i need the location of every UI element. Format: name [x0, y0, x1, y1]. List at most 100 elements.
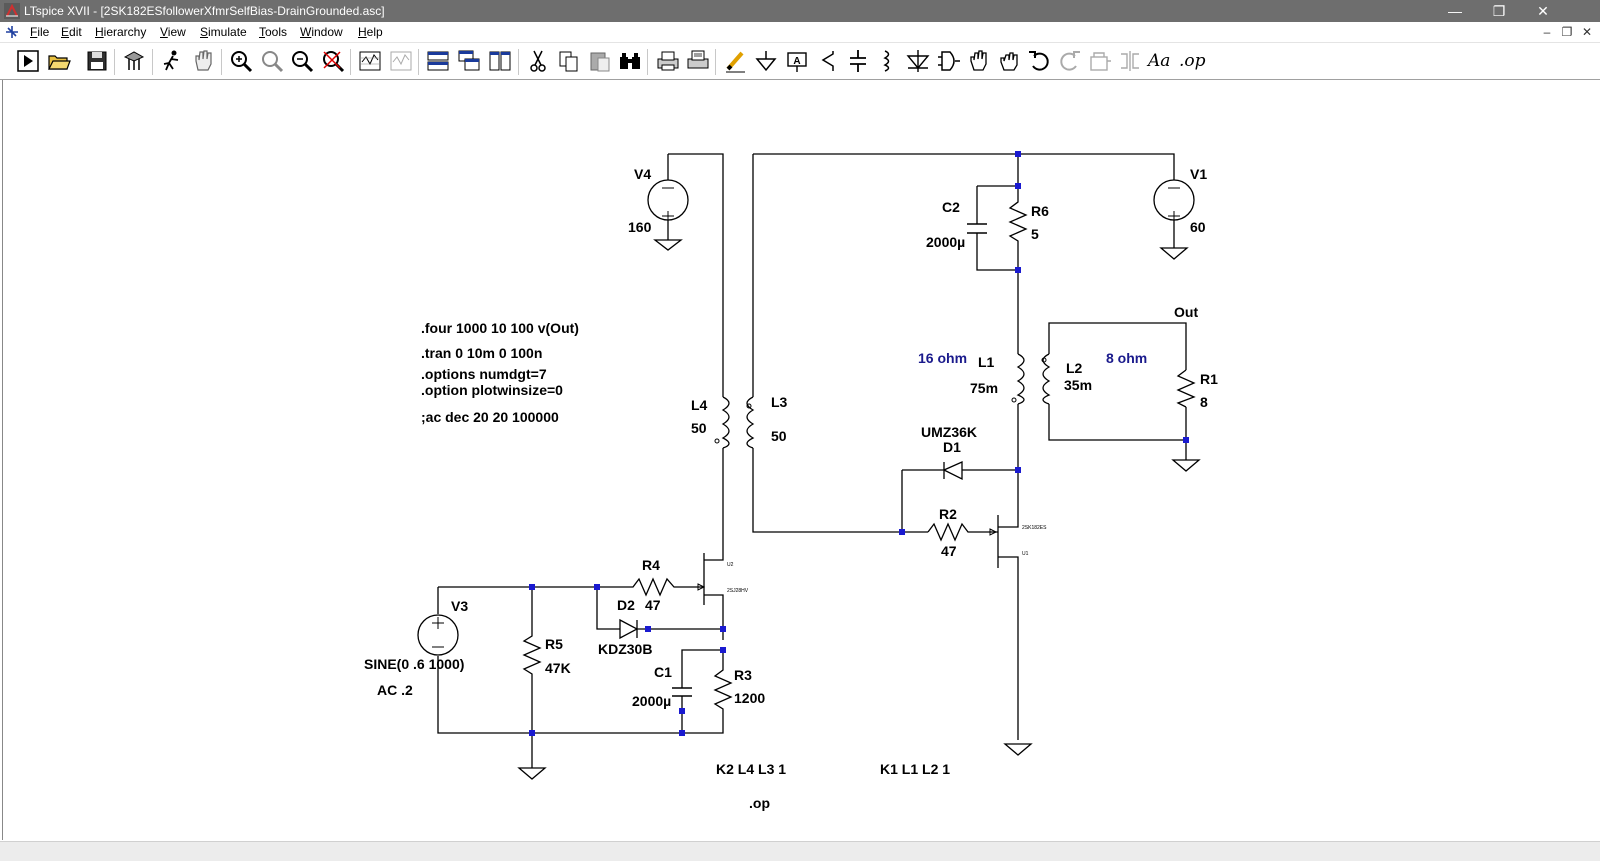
wire-c2-r6[interactable]: [976, 154, 1019, 271]
wire-input-loop[interactable]: [437, 586, 724, 734]
c2-name[interactable]: C2: [942, 199, 960, 215]
menu-window[interactable]: Window: [300, 25, 343, 39]
drag-icon[interactable]: [996, 48, 1022, 74]
ground-u1[interactable]: [1003, 743, 1033, 756]
tile-horizontal-icon[interactable]: [425, 48, 451, 74]
r4-name[interactable]: R4: [642, 557, 660, 573]
v4-value[interactable]: 160: [628, 219, 652, 235]
r6-value[interactable]: 5: [1031, 226, 1039, 242]
ground-input[interactable]: [517, 733, 547, 780]
directive-four[interactable]: .four 1000 10 100 v(Out): [421, 320, 579, 336]
u2-model[interactable]: 2SJ28HV: [727, 588, 749, 594]
zoom-to-fit-icon[interactable]: [259, 48, 285, 74]
directive-k2[interactable]: K2 L4 L3 1: [716, 761, 787, 777]
c1-value[interactable]: 2000µ: [632, 693, 672, 709]
voltage-source-v3[interactable]: [417, 614, 459, 656]
resistor-r2[interactable]: [927, 522, 996, 542]
r4-value[interactable]: 47: [645, 597, 661, 613]
menu-tools[interactable]: Tools: [259, 25, 288, 39]
c1-name[interactable]: C1: [654, 664, 672, 680]
pan-icon[interactable]: [190, 48, 216, 74]
menu-hierarchy[interactable]: Hierarchy: [95, 25, 147, 39]
halt-icon[interactable]: [159, 48, 185, 74]
menu-simulate[interactable]: Simulate: [200, 25, 247, 39]
l1-comment[interactable]: 16 ohm: [918, 350, 968, 366]
wire-c1-r3[interactable]: [681, 649, 723, 733]
menu-view[interactable]: View: [160, 25, 186, 39]
directive-op[interactable]: .op: [749, 795, 770, 811]
l2-value[interactable]: 35m: [1064, 377, 1093, 393]
r1-value[interactable]: 8: [1200, 394, 1208, 410]
resistor-r3[interactable]: [713, 650, 733, 713]
v3-value[interactable]: SINE(0 .6 1000): [364, 656, 465, 672]
l3-value[interactable]: 50: [771, 428, 787, 444]
plot-icon[interactable]: [357, 48, 383, 74]
schematic-canvas[interactable]: [2, 80, 1599, 840]
wire-d1[interactable]: [901, 469, 1018, 532]
capacitor-c1[interactable]: [672, 687, 692, 697]
v4-name[interactable]: V4: [634, 166, 652, 182]
run-icon[interactable]: [15, 48, 41, 74]
r1-name[interactable]: R1: [1200, 371, 1218, 387]
wire-l2-r1[interactable]: [1048, 322, 1187, 441]
v3-name[interactable]: V3: [451, 598, 469, 614]
menu-file[interactable]: File: [30, 25, 50, 39]
text-icon[interactable]: Aa: [1148, 51, 1171, 71]
u1-name[interactable]: U1: [1022, 551, 1029, 557]
net-label-out[interactable]: Out: [1174, 304, 1199, 320]
inductor-l3[interactable]: [746, 396, 755, 449]
d2-model[interactable]: KDZ30B: [598, 641, 653, 657]
l4-value[interactable]: 50: [691, 420, 707, 436]
directive-option-plotwinsize[interactable]: .option plotwinsize=0: [421, 382, 563, 398]
zoom-in-icon[interactable]: [228, 48, 254, 74]
inductor-l2[interactable]: [1041, 353, 1051, 405]
resistor-icon[interactable]: [815, 48, 841, 74]
cascade-icon[interactable]: [456, 48, 482, 74]
diode-d1[interactable]: [942, 460, 963, 481]
component-icon[interactable]: [936, 48, 962, 74]
mdi-minimize-button[interactable]: –: [1543, 25, 1551, 39]
d1-name[interactable]: D1: [943, 439, 961, 455]
inductor-l4[interactable]: [714, 396, 730, 449]
v1-value[interactable]: 60: [1190, 219, 1206, 235]
ltspice-app-icon[interactable]: [4, 3, 20, 19]
label-net-icon[interactable]: A: [784, 48, 810, 74]
inductor-l1[interactable]: [1011, 353, 1025, 405]
close-button[interactable]: ✕: [1520, 0, 1566, 22]
cut-icon[interactable]: [525, 48, 551, 74]
d1-model[interactable]: UMZ36K: [921, 424, 978, 440]
mirror-icon[interactable]: [1117, 48, 1143, 74]
diode-icon[interactable]: [905, 48, 931, 74]
r3-value[interactable]: 1200: [734, 690, 766, 706]
r5-value[interactable]: 47K: [545, 660, 571, 676]
zoom-cancel-icon[interactable]: [320, 48, 346, 74]
wire-top-bus[interactable]: [753, 153, 1175, 180]
l2-comment[interactable]: 8 ohm: [1106, 350, 1148, 366]
wire-d2[interactable]: [596, 587, 723, 630]
resistor-r5[interactable]: [522, 587, 542, 733]
r2-value[interactable]: 47: [941, 543, 957, 559]
tile-vertical-icon[interactable]: [487, 48, 513, 74]
v1-name[interactable]: V1: [1190, 166, 1208, 182]
find-icon[interactable]: [617, 48, 643, 74]
v3-ac[interactable]: AC .2: [377, 682, 413, 698]
print-preview-icon[interactable]: [685, 48, 711, 74]
comment-ac[interactable]: ;ac dec 20 20 100000: [421, 409, 559, 425]
save-icon[interactable]: [84, 48, 110, 74]
ground-icon[interactable]: [753, 48, 779, 74]
d2-name[interactable]: D2: [617, 597, 635, 613]
mdi-close-button[interactable]: ✕: [1581, 25, 1593, 39]
directive-k1[interactable]: K1 L1 L2 1: [880, 761, 951, 777]
u2-name[interactable]: U2: [727, 562, 734, 568]
l2-name[interactable]: L2: [1066, 360, 1083, 376]
l4-name[interactable]: L4: [691, 397, 708, 413]
capacitor-c2[interactable]: [967, 223, 987, 234]
voltage-source-v1[interactable]: [1153, 179, 1195, 260]
wire-l3[interactable]: [752, 154, 928, 533]
ground-r1[interactable]: [1171, 440, 1201, 472]
wire-l4-u2[interactable]: [704, 448, 724, 561]
resistor-r4[interactable]: [597, 577, 686, 597]
c2-value[interactable]: 2000µ: [926, 234, 966, 250]
redo-icon[interactable]: [1057, 48, 1083, 74]
jfet-u1[interactable]: [989, 510, 1019, 740]
